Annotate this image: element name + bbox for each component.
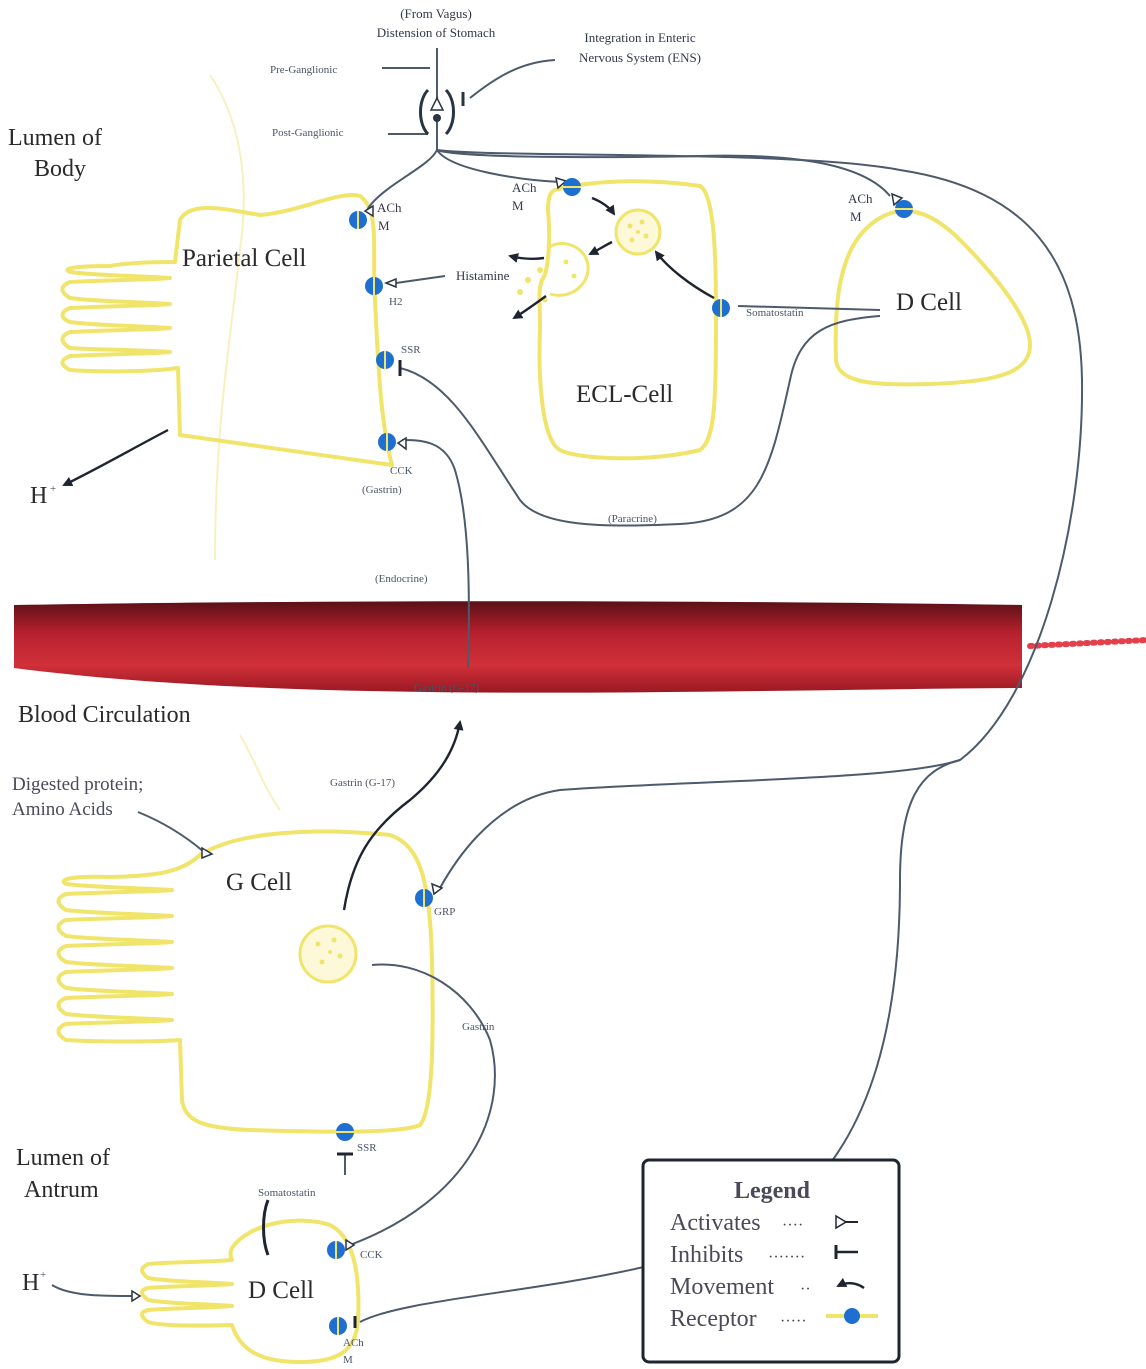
grp-label: GRP — [434, 906, 455, 918]
cck-label: CCK — [390, 465, 413, 477]
receptor-ssr-parietal — [376, 351, 394, 369]
legend-label-receptor: Receptor — [670, 1306, 757, 1332]
legend-label-inhibits: Inhibits — [670, 1242, 743, 1268]
cck2-lower-label: CCK — [360, 1249, 383, 1261]
receptor-somatostatin-ecl — [712, 299, 730, 317]
ach-parietal-label: ACh — [377, 200, 402, 215]
gastrin-arrow-label: Gastrin (G-17) — [330, 777, 395, 789]
receptor-m3-parietal — [349, 211, 367, 229]
histamine-label: Histamine — [456, 268, 510, 283]
m-ecl-label: M — [512, 198, 524, 213]
paracrine-label: (Paracrine) — [608, 513, 657, 525]
legend-dots-movement: ·· — [800, 1281, 811, 1298]
legend-dots-inhibits: ······· — [768, 1249, 805, 1266]
post-ganglionic-label: Post-Ganglionic — [272, 127, 344, 139]
ssr-parietal-label: SSR — [401, 344, 421, 356]
m-dcell-label: M — [850, 209, 862, 224]
gastrin-vessel-label: Gastrin (G-17) — [414, 682, 479, 694]
h-plus-bottom-label: H — [22, 1270, 39, 1296]
m-bottom-label: M — [343, 1354, 353, 1366]
receptor-ach-ecl — [563, 178, 581, 196]
pre-ganglionic-label: Pre-Ganglionic — [270, 64, 337, 76]
legend-label-movement: Movement — [670, 1274, 774, 1300]
somatostatin-lower-label: Somatostatin — [258, 1187, 316, 1199]
vagus-label-2: Distension of Stomach — [377, 25, 496, 40]
parietal-cell — [63, 195, 393, 465]
d-cell-top-label: D Cell — [896, 289, 962, 316]
ssr-gcell-label: SSR — [357, 1142, 377, 1154]
exocytosis-vesicle — [548, 243, 588, 295]
vessel-dotted-continuation — [1030, 640, 1146, 646]
receptor-ach-dcell-bottom — [329, 1317, 347, 1335]
blood-vessel — [14, 601, 1146, 692]
legend-title: Legend — [734, 1178, 811, 1204]
lumen-body-label-2: Body — [34, 156, 86, 182]
legend-dots-receptor: ····· — [780, 1313, 807, 1330]
ganglion — [421, 90, 464, 134]
receptor-h2 — [365, 277, 383, 295]
h-plus-top-label: H — [30, 483, 47, 509]
activation-markers — [132, 178, 902, 1301]
g-cell-label: G Cell — [226, 869, 292, 896]
somatostatin-top-label: Somatostatin — [746, 307, 804, 319]
ach-ecl-label: ACh — [512, 180, 537, 195]
lumen-antrum-label: Lumen of — [16, 1145, 110, 1171]
ach-bottom-label: ACh — [343, 1337, 364, 1349]
gastrin-paren-label: (Gastrin) — [362, 484, 402, 496]
background-curve — [210, 75, 244, 560]
ecl-cell — [517, 181, 716, 458]
vagus-label: (From Vagus) — [400, 6, 472, 21]
receptor-cck2-dcell — [327, 1241, 345, 1259]
legend: Legend Activates ···· Inhibits ······· M… — [643, 1160, 899, 1362]
h2-label: H2 — [389, 296, 402, 308]
ecl-cell-label: ECL-Cell — [576, 381, 673, 408]
receptor-grp — [415, 889, 433, 907]
m3-parietal-label: M — [378, 218, 390, 233]
endocrine-label: (Endocrine) — [375, 573, 428, 585]
ach-dcell-label: ACh — [848, 191, 873, 206]
receptor-ach-dcell — [895, 200, 913, 218]
background-curve — [240, 735, 280, 810]
amino-acids-label: Amino Acids — [12, 799, 113, 820]
lumen-antrum-label-2: Antrum — [24, 1177, 99, 1203]
gastrin-vesicle — [300, 926, 356, 982]
blood-circulation-label: Blood Circulation — [18, 702, 191, 728]
lumen-body-label: Lumen of — [8, 125, 102, 151]
receptor-cck2-parietal — [378, 433, 396, 451]
parietal-cell-label: Parietal Cell — [182, 245, 306, 272]
receptor-ssr-gcell — [336, 1123, 354, 1141]
inhibition-markers — [264, 360, 401, 1328]
digested-protein-label: Digested protein; — [12, 774, 143, 795]
gastrin-lower-label: Gastrin — [462, 1021, 495, 1033]
legend-dots-activates: ···· — [782, 1217, 803, 1234]
ens-label-2: Nervous System (ENS) — [579, 50, 701, 65]
h-plus-top-sup: + — [50, 483, 56, 495]
ens-label: Integration in Enteric — [584, 30, 695, 45]
d-cell-bottom-label: D Cell — [248, 1277, 314, 1304]
legend-label-activates: Activates — [670, 1210, 761, 1236]
h-plus-bottom-sup: + — [40, 1269, 46, 1281]
